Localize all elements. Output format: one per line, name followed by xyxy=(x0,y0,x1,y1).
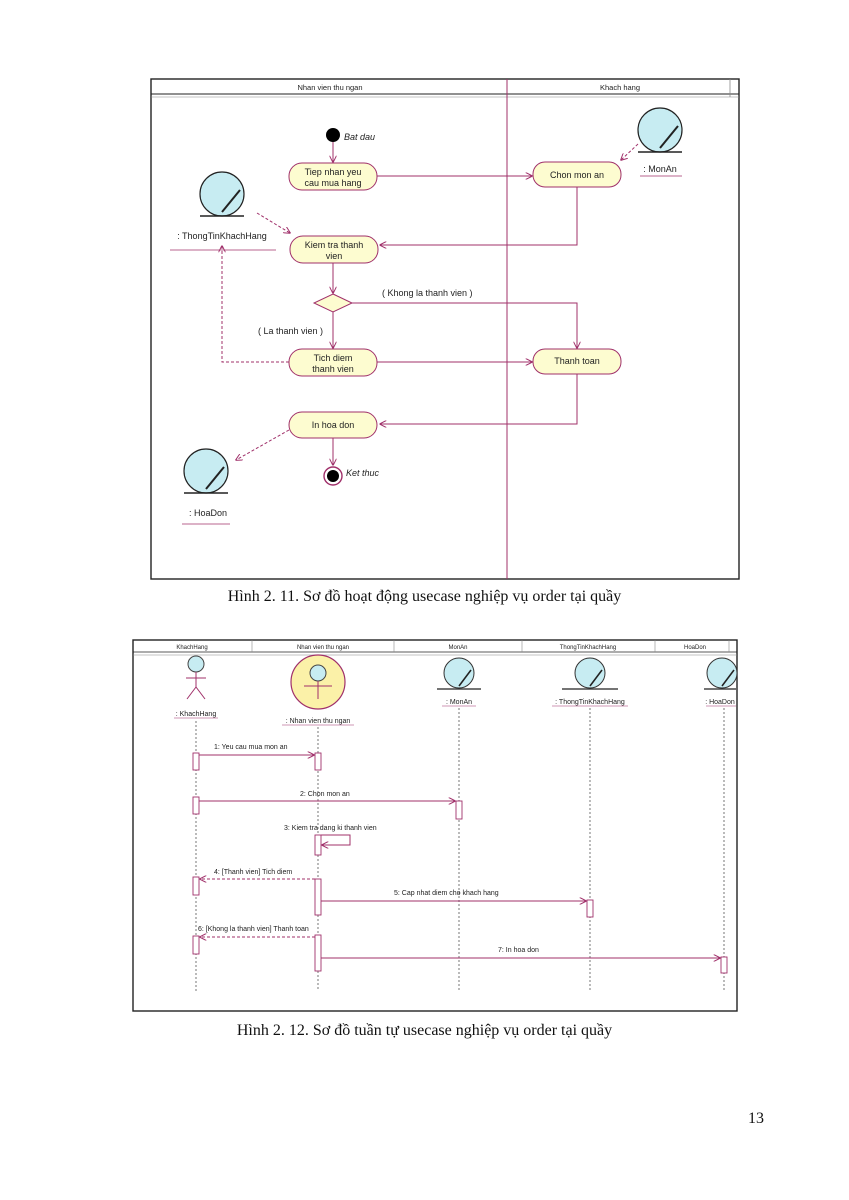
lifeline-monan: : MonAn xyxy=(437,657,481,707)
svg-text:thanh vien: thanh vien xyxy=(312,364,354,374)
end-label: Ket thuc xyxy=(346,468,380,478)
activity-caption: Hình 2. 11. Sơ đồ hoạt động usecase nghi… xyxy=(227,588,622,605)
object-thongtin: : ThongTinKhachHang xyxy=(170,171,276,251)
svg-text:: KhachHang: : KhachHang xyxy=(176,711,217,718)
activity-diagram: Nhan vien thu ngan Khach hang Bat dau Ti… xyxy=(150,78,740,580)
svg-text:: MonAn: : MonAn xyxy=(643,164,677,174)
svg-text:Thanh toan: Thanh toan xyxy=(554,356,600,366)
actor-khachhang: : KhachHang xyxy=(174,655,218,719)
action-accumulate-points: Tich diem thanh vien xyxy=(288,348,378,377)
msg-5: 5: Cap nhat diem cho khach hang xyxy=(394,890,499,897)
action-check-member: Kiem tra thanh vien xyxy=(289,235,379,264)
header-thongtin: ThongTinKhachHang xyxy=(560,645,616,651)
guard-not-member: ( Khong la thanh vien ) xyxy=(382,288,473,298)
sequence-caption: Hình 2. 12. Sơ đồ tuần tự usecase nghiệp… xyxy=(236,1022,613,1039)
action-receive-request: Tiep nhan yeu cau mua hang xyxy=(288,162,378,191)
svg-text:: ThongTinKhachHang: : ThongTinKhachHang xyxy=(177,231,267,241)
action-print-invoice: In hoa don xyxy=(288,411,378,439)
header-cashier: Nhan vien thu ngan xyxy=(297,645,349,651)
msg-6: 6: [Khong la thanh vien] Thanh toan xyxy=(198,926,309,933)
action-choose-dish: Chon mon an xyxy=(532,161,622,188)
object-hoadon: : HoaDon xyxy=(182,448,230,525)
start-node xyxy=(326,128,340,142)
object-monan: : MonAn xyxy=(637,107,683,177)
lifeline-hoadon: : HoaDon xyxy=(704,657,738,707)
lane-customer: Khach hang xyxy=(600,83,640,92)
svg-text:: HoaDon: : HoaDon xyxy=(705,699,735,706)
svg-text:Tich diem: Tich diem xyxy=(314,353,353,363)
header-khachhang: KhachHang xyxy=(176,645,207,651)
svg-text:vien: vien xyxy=(326,251,343,261)
svg-text:: ThongTinKhachHang: : ThongTinKhachHang xyxy=(555,699,625,706)
svg-text:: HoaDon: : HoaDon xyxy=(189,508,227,518)
header-monan: MonAn xyxy=(448,645,467,651)
svg-text:: Nhan vien thu ngan: : Nhan vien thu ngan xyxy=(286,718,351,725)
svg-text:Chon mon an: Chon mon an xyxy=(550,170,604,180)
msg-1: 1: Yeu cau mua mon an xyxy=(214,744,288,751)
svg-text:cau mua hang: cau mua hang xyxy=(304,178,361,188)
page-number: 13 xyxy=(748,1110,764,1127)
lifeline-cashier: : Nhan vien thu ngan xyxy=(282,654,354,726)
msg-7: 7: In hoa don xyxy=(498,947,539,954)
header-hoadon: HoaDon xyxy=(684,645,706,651)
svg-text:Tiep nhan yeu: Tiep nhan yeu xyxy=(305,167,362,177)
msg-4: 4: [Thanh vien] Tich diem xyxy=(214,869,292,876)
svg-text:In hoa don: In hoa don xyxy=(312,420,355,430)
guard-member: ( La thanh vien ) xyxy=(258,326,323,336)
lane-cashier: Nhan vien thu ngan xyxy=(297,83,362,92)
svg-text:: MonAn: : MonAn xyxy=(446,699,472,706)
sequence-diagram: KhachHang Nhan vien thu ngan MonAn Thong… xyxy=(132,639,738,1012)
start-label: Bat dau xyxy=(344,132,375,142)
lifeline-thongtin: : ThongTinKhachHang xyxy=(552,657,628,707)
msg-2: 2: Chon mon an xyxy=(300,791,350,798)
action-payment: Thanh toan xyxy=(532,348,622,375)
svg-text:Kiem tra thanh: Kiem tra thanh xyxy=(305,240,364,250)
end-node xyxy=(323,466,343,486)
msg-3: 3: Kiem tra dang ki thanh vien xyxy=(284,825,377,832)
